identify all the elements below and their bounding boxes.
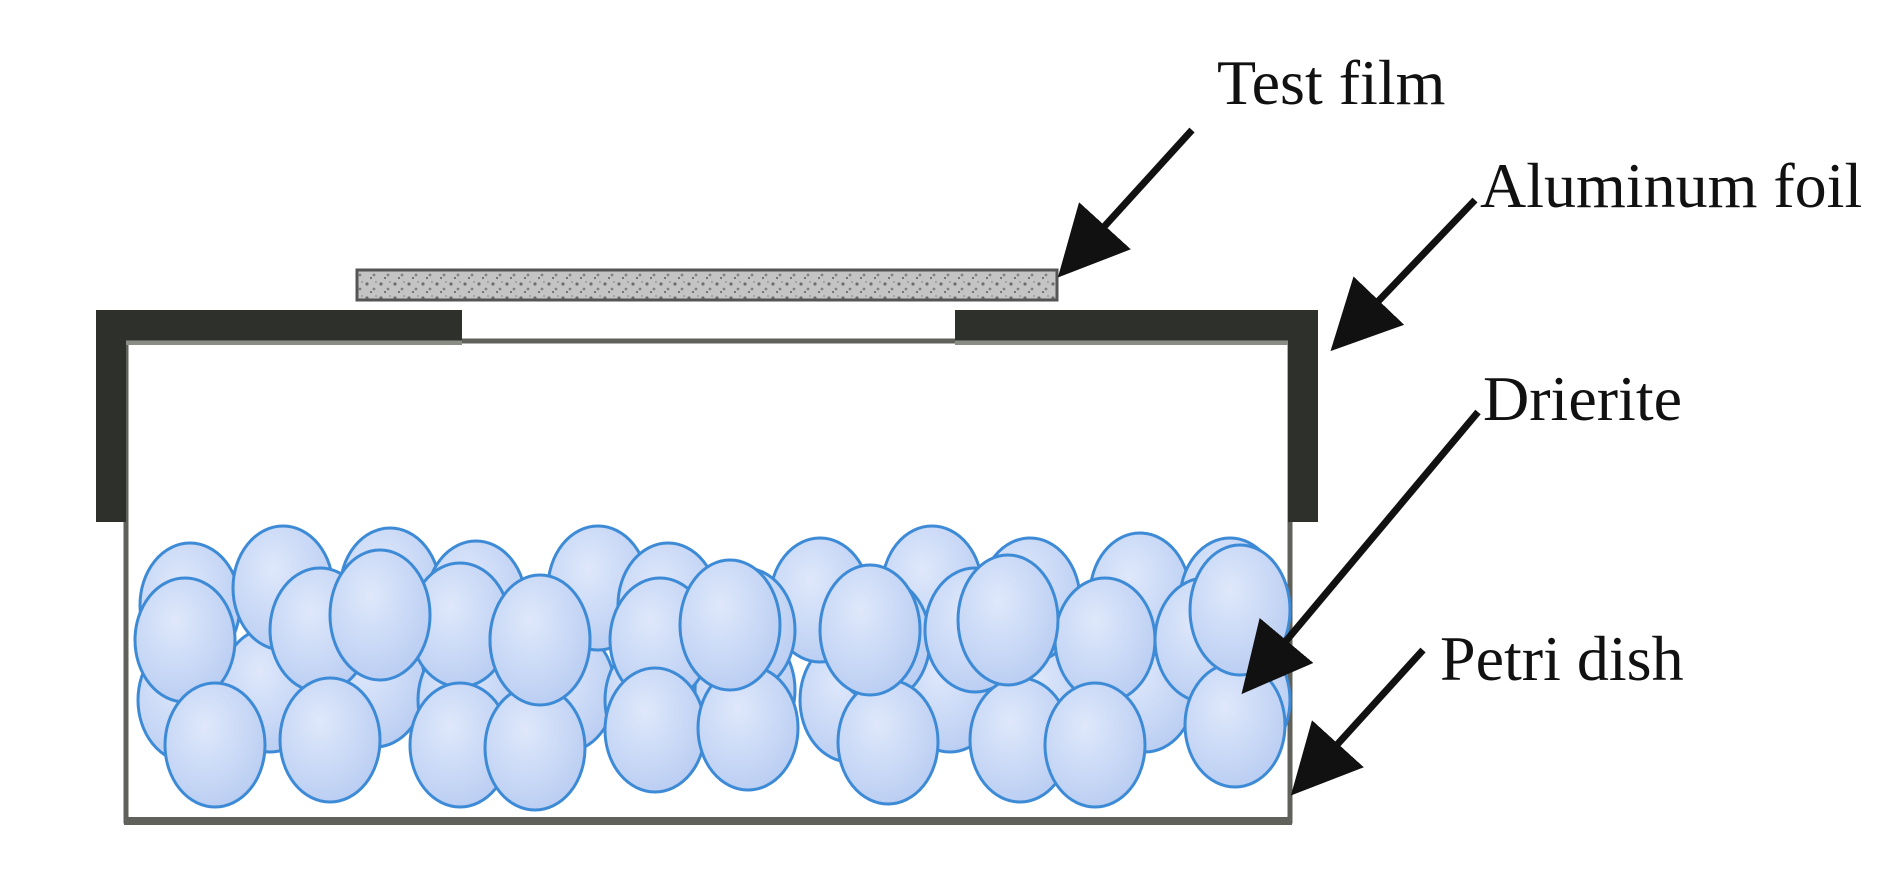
drierite-bead: [278, 676, 382, 804]
drierite-label: Drierite: [1483, 363, 1682, 434]
foil-left-top: [96, 310, 462, 340]
drierite-bead: [603, 666, 707, 794]
drierite-bead: [488, 573, 592, 707]
drierite-bead: [328, 548, 432, 682]
drierite-bead: [956, 553, 1060, 687]
aluminum-foil: [96, 310, 1318, 522]
foil-right-top: [955, 310, 1318, 340]
drierite-bead: [678, 558, 782, 692]
drierite-bead: [836, 678, 940, 806]
foil-right-side: [1288, 310, 1318, 522]
drierite-bead: [818, 563, 922, 697]
test-film-arrow: [1057, 127, 1195, 278]
test-film: [355, 268, 1059, 302]
drierite-bead: [1043, 681, 1147, 809]
aluminum-foil-label: Aluminum foil: [1480, 150, 1862, 221]
test-film-label: Test film: [1217, 47, 1445, 118]
foil-left-side: [96, 310, 126, 522]
callout-arrows: [1057, 127, 1481, 796]
drierite-bead: [1183, 661, 1287, 789]
aluminum-foil-arrow: [1330, 197, 1478, 352]
drierite-bead: [163, 681, 267, 809]
petri-dish-label: Petri dish: [1440, 623, 1684, 694]
petri-dish-arrow: [1290, 647, 1426, 796]
drierite-beads: [133, 524, 1292, 812]
drierite-arrow: [1241, 409, 1481, 695]
